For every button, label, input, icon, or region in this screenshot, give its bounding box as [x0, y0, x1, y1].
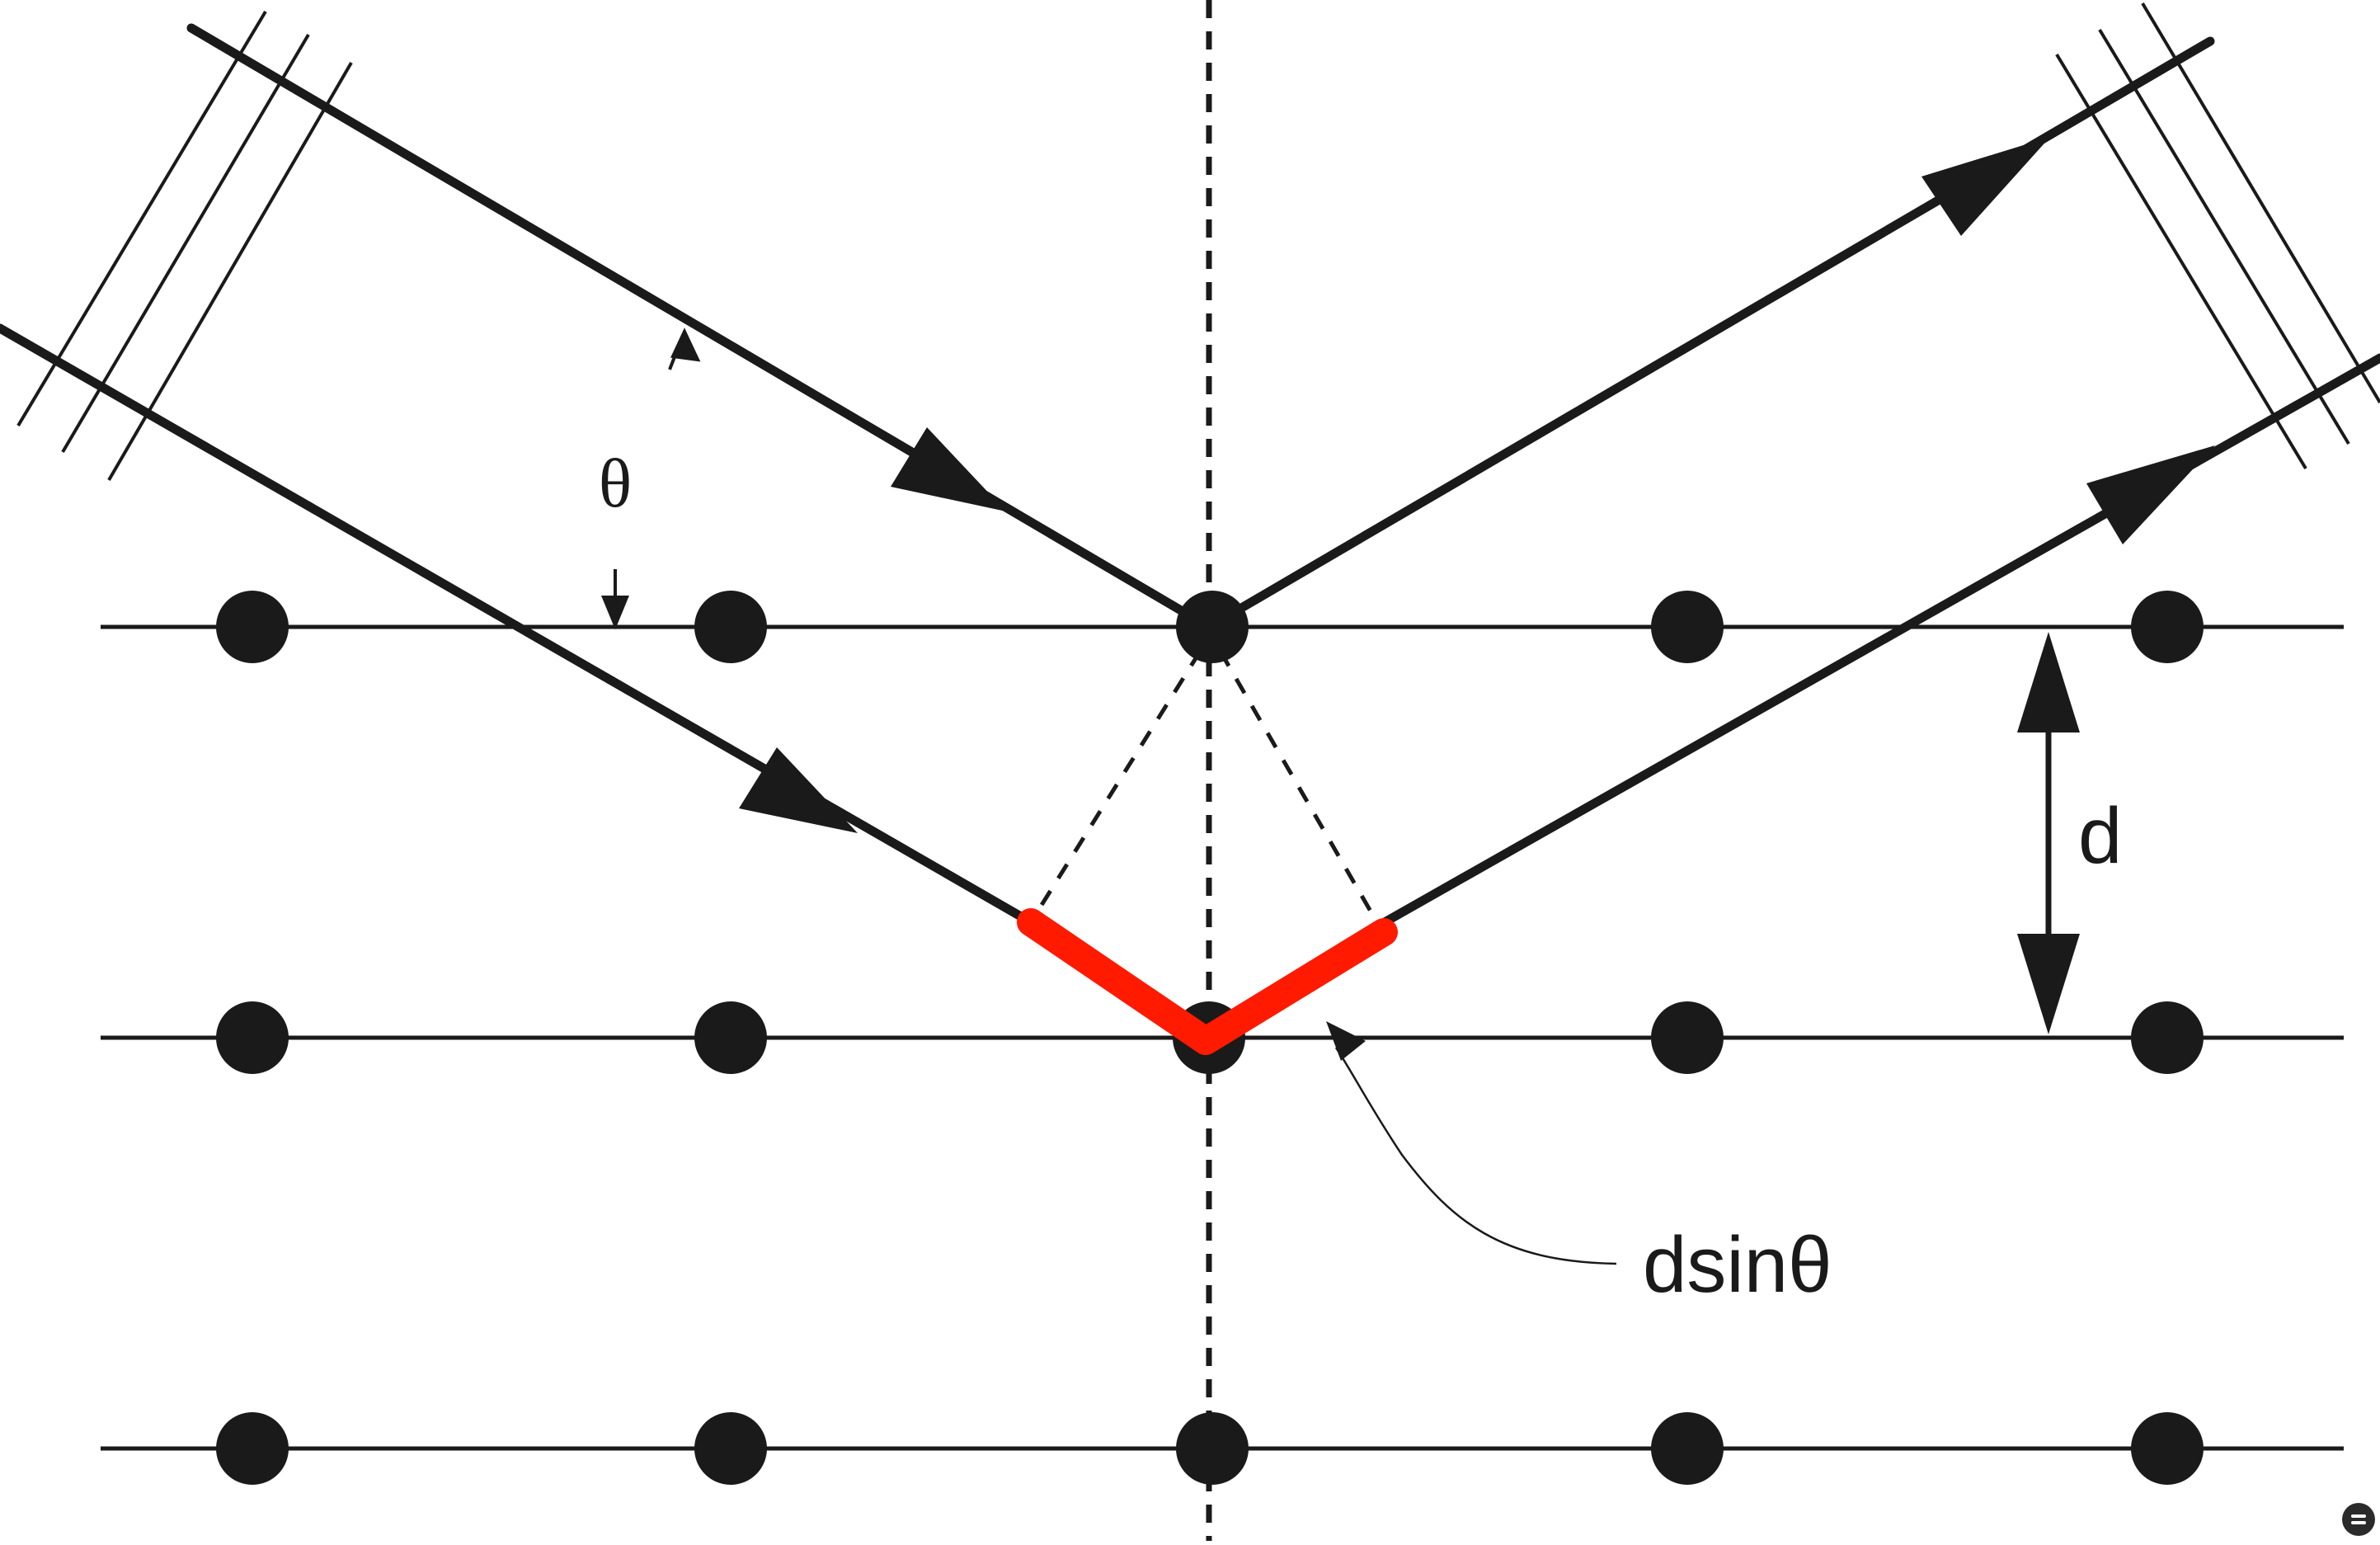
arrowhead-icon [739, 747, 858, 833]
atom [1176, 1412, 1249, 1485]
construction-line-right [1218, 650, 1381, 927]
chevron-up-icon [670, 327, 701, 362]
wavefront-line [2055, 53, 2307, 470]
lower-incident-ray [0, 323, 1036, 927]
wavefront-line [2098, 28, 2350, 445]
theta-angle-indicator [601, 327, 701, 630]
atom [1651, 1001, 1724, 1074]
arrow-down-icon [2017, 934, 2080, 1034]
atom [216, 1001, 289, 1074]
atom [694, 1001, 767, 1074]
arrow-up-icon [2017, 632, 2080, 732]
atom [216, 1412, 289, 1485]
atom [2131, 1001, 2204, 1074]
arrowhead-icon [2086, 445, 2215, 544]
arrowhead-icon [891, 427, 1006, 511]
spacing-label: d [2078, 792, 2122, 880]
atoms [216, 591, 2204, 1485]
atom [694, 1412, 767, 1485]
wavefront-line [2141, 2, 2380, 404]
wavefront-line [107, 61, 353, 482]
spacing-indicator [2017, 632, 2080, 1034]
path-difference-label: dsinθ [1643, 1221, 1832, 1309]
incident-wavefronts [16, 10, 353, 482]
lower-ray [0, 323, 2380, 930]
theta-label: θ [599, 445, 632, 522]
atom [2131, 591, 2204, 663]
upper-ray [186, 23, 2215, 632]
path-difference-callout-line [1334, 1047, 1617, 1265]
atom [2131, 1412, 2204, 1485]
reflected-wavefronts [2055, 2, 2380, 470]
construction-lines [1028, 650, 1381, 927]
callout-arrowhead-icon [1326, 1021, 1366, 1061]
wavefront-line [61, 33, 310, 454]
atom [1651, 1412, 1724, 1485]
arrowhead-icon [1921, 137, 2050, 236]
upper-reflected-ray [1204, 36, 2215, 632]
upper-incident-ray [186, 23, 1214, 632]
atom [694, 591, 767, 663]
ray-arrowheads [739, 137, 2215, 833]
lens-icon[interactable] [2342, 1503, 2375, 1536]
wavefront-line [16, 10, 267, 427]
path-difference-highlight [1017, 908, 1398, 1055]
construction-line-left [1028, 650, 1202, 924]
lower-reflected-ray [1374, 353, 2380, 930]
chevron-down-icon [601, 596, 629, 630]
atom [216, 591, 289, 663]
atom [1651, 591, 1724, 663]
